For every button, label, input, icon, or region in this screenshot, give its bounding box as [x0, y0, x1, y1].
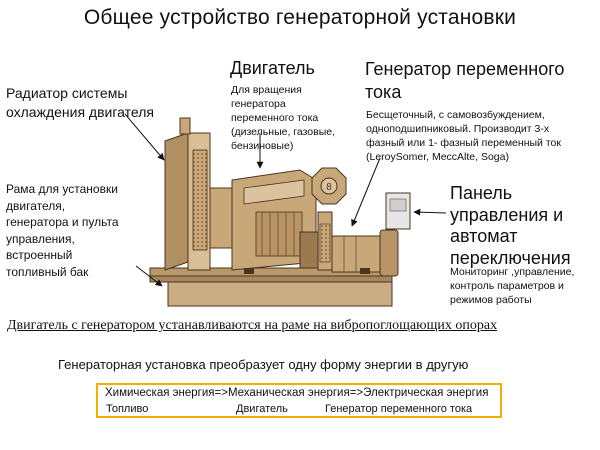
- engine-description: Для вращения генератора переменного тока…: [231, 83, 335, 153]
- panel-heading-line: управления и: [450, 204, 564, 225]
- generator-heading: Генератор переменного тока: [365, 58, 564, 104]
- panel-description-line: режимов работы: [450, 294, 532, 306]
- engine-description-line: бензиновые): [231, 140, 294, 152]
- radiator-label-line: охлаждения двигателя: [6, 104, 154, 120]
- frame-label-line: двигателя,: [6, 198, 66, 213]
- energy-source-generator: Генератор переменного тока: [325, 403, 473, 415]
- panel-heading-line: переключения: [450, 247, 571, 268]
- energy-conversion-box: [96, 383, 502, 418]
- radiator-label: Радиатор системы охлаждения двигателя: [6, 84, 154, 122]
- engine-description-line: (дизельные, газовые,: [231, 126, 336, 138]
- engine-description-line: генератора: [231, 98, 286, 110]
- generator-heading-line: тока: [365, 82, 402, 102]
- engine-description-line: переменного тока: [231, 112, 319, 124]
- mount-note: Двигатель с генератором устанавливаются …: [7, 318, 498, 333]
- page-title: Общее устройство генераторной установки: [83, 6, 517, 29]
- conversion-title: Генераторная установка преобразует одну …: [58, 357, 469, 372]
- radiator-label-line: Радиатор системы: [6, 85, 128, 101]
- energy-chain: Химическая энергия=>Механическая энергия…: [105, 387, 489, 399]
- energy-source-fuel: Топливо: [106, 403, 149, 415]
- panel-description: Мониторинг ,управление, контроль парамет…: [450, 265, 574, 307]
- generator-description-line: (LeroySomer, MeccAlte, Soga): [366, 151, 509, 163]
- base-frame: [149, 267, 393, 307]
- air-filter: 8: [311, 167, 347, 205]
- frame-label-line: Рама для установки: [6, 182, 118, 196]
- generator-description-line: фазный или 1- фазный переменный ток: [366, 137, 561, 149]
- frame-label: Рама для установки двигателя, генератора…: [6, 181, 119, 280]
- generator-description-line: Бесщеточный, с самовозбуждением,: [366, 109, 545, 121]
- control-panel: [385, 192, 411, 230]
- energy-source-engine: Двигатель: [236, 403, 288, 415]
- panel-heading-line: автомат: [450, 226, 518, 246]
- panel-heading: Панель управления и автомат переключения: [450, 183, 571, 269]
- pointer-arrows: [124, 113, 447, 287]
- panel-description-line: Мониторинг ,управление,: [450, 266, 575, 278]
- frame-label-line: генератора и пульта: [6, 215, 119, 229]
- frame-label-line: встроенный: [6, 248, 73, 262]
- engine-description-line: Для вращения: [231, 84, 302, 96]
- generator-heading-line: Генератор переменного: [365, 59, 565, 79]
- frame-label-line: топливный бак: [6, 264, 89, 279]
- radiator: [164, 117, 233, 271]
- vibration-mounts: [244, 268, 370, 274]
- generator-description-line: одноподшипниковый. Производит 3-х: [366, 123, 550, 135]
- panel-description-line: контроль параметров и: [450, 280, 564, 292]
- panel-heading-line: Панель: [450, 183, 513, 203]
- engine-heading: Двигатель: [230, 58, 315, 78]
- generator-description: Бесщеточный, с самовозбуждением, однопод…: [366, 108, 561, 164]
- frame-label-line: управления,: [6, 231, 75, 246]
- svg-text:8: 8: [326, 182, 332, 193]
- alternator: [331, 229, 399, 277]
- engine-block: [231, 169, 333, 271]
